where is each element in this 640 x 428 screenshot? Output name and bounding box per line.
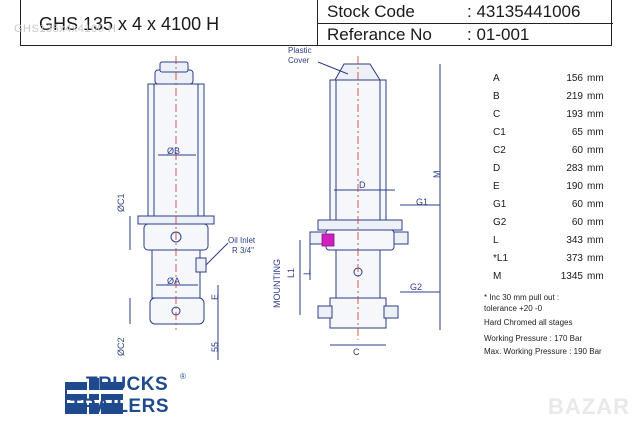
spec-row: G1 60 mm: [488, 196, 618, 214]
dim-c1-label: ØC1: [116, 193, 126, 212]
spec-unit: mm: [587, 217, 604, 228]
spec-unit: mm: [587, 145, 604, 156]
spec-key: G1: [493, 199, 507, 210]
divider: [317, 23, 613, 24]
header-table: GHS 135 x 4 x 4100 H Stock Code : 431354…: [20, 0, 613, 46]
spec-unit: mm: [587, 163, 604, 174]
company-logo-icon: [65, 378, 123, 414]
dim-m-label: M: [432, 170, 442, 179]
dim-55-label: 55: [210, 341, 220, 352]
spec-key: C: [493, 109, 501, 120]
plastic-cover-label-2: Cover: [288, 56, 310, 65]
spec-unit: mm: [587, 235, 604, 246]
spec-row: A 156 mm: [488, 70, 618, 88]
footnotes: * Inc 30 mm pull out : tolerance +20 -0: [484, 292, 559, 314]
spec-row: B 219 mm: [488, 88, 618, 106]
spec-unit: mm: [587, 109, 604, 120]
reference-value: : 01-001: [467, 25, 530, 44]
spec-key: *L1: [493, 253, 509, 264]
stock-code-value: : 43135441006: [467, 2, 581, 21]
spec-unit: mm: [587, 271, 604, 282]
chrome-note: Hard Chromed all stages: [484, 318, 573, 327]
model-title: GHS 135 x 4 x 4100 H: [39, 14, 220, 34]
working-pressure: Working Pressure : 170 Bar: [484, 334, 583, 343]
spec-row: C1 65 mm: [488, 124, 618, 142]
spec-key: G2: [493, 217, 507, 228]
spec-key: A: [493, 73, 500, 84]
header-watermark: GHS135x4x4100 H: [14, 23, 117, 35]
spec-value: 373: [566, 253, 583, 264]
spec-row: L 343 mm: [488, 232, 618, 250]
mounting-label: MOUNTING: [272, 259, 282, 308]
spec-key: E: [493, 181, 500, 192]
dim-a-label: ØA: [167, 276, 181, 286]
spec-unit: mm: [587, 253, 604, 264]
spec-value: 219: [566, 91, 583, 102]
spec-key: B: [493, 91, 500, 102]
spec-key: D: [493, 163, 501, 174]
dim-g1-label: G1: [416, 197, 429, 207]
spec-key: C1: [493, 127, 506, 138]
spec-unit: mm: [587, 91, 604, 102]
spec-value: 343: [566, 235, 583, 246]
dim-e-label: E: [210, 293, 220, 300]
spec-key: L: [493, 235, 499, 246]
spec-value: 65: [571, 127, 583, 138]
site-watermark: BAZAR: [548, 394, 630, 419]
logo-trailers: TRAILERS: [70, 396, 169, 417]
dim-d-label: D: [359, 180, 366, 190]
spec-unit: mm: [587, 181, 604, 192]
spec-row: E 190 mm: [488, 178, 618, 196]
spec-row: C2 60 mm: [488, 142, 618, 160]
stock-code-label: Stock Code: [327, 2, 415, 21]
spec-value: 60: [571, 217, 583, 228]
dim-b-label: ØB: [167, 146, 181, 156]
reference-label: Referance No: [327, 25, 432, 44]
spec-unit: mm: [587, 127, 604, 138]
spec-key: M: [493, 271, 502, 282]
spec-row: C 193 mm: [488, 106, 618, 124]
dim-c-label: C: [353, 347, 360, 357]
dim-c2-label: ØC2: [116, 337, 126, 356]
max-working-pressure: Max. Working Pressure : 190 Bar: [484, 347, 602, 356]
pullout-note: * Inc 30 mm pull out :: [484, 293, 560, 302]
spec-value: 190: [566, 181, 583, 192]
technical-drawing: [129, 56, 441, 360]
spec-value: 283: [566, 163, 583, 174]
spec-row: M 1345 mm: [488, 268, 618, 286]
oil-inlet-label: Oil Inlet: [228, 236, 256, 245]
spec-unit: mm: [587, 73, 604, 84]
spec-unit: mm: [587, 199, 604, 210]
spec-key: C2: [493, 145, 506, 156]
tolerance-note: tolerance +20 -0: [484, 304, 543, 313]
spec-value: 156: [566, 73, 583, 84]
dim-l-label: L: [302, 269, 312, 275]
dim-g2-label: G2: [410, 282, 423, 292]
spec-value: 60: [571, 145, 583, 156]
spec-row: D 283 mm: [488, 160, 618, 178]
dim-l1-label: L1: [286, 267, 296, 278]
spec-row: G2 60 mm: [488, 214, 618, 232]
spec-value: 1345: [560, 271, 583, 282]
plastic-cover-label: Plastic: [288, 46, 312, 55]
oil-inlet-size-label: R 3/4": [232, 246, 254, 255]
spec-value: 60: [571, 199, 583, 210]
spec-row: *L1 373 mm: [488, 250, 618, 268]
logo-trucks: TRUCKS: [86, 374, 169, 395]
spec-value: 193: [566, 109, 583, 120]
registered-mark: ®: [180, 372, 186, 381]
